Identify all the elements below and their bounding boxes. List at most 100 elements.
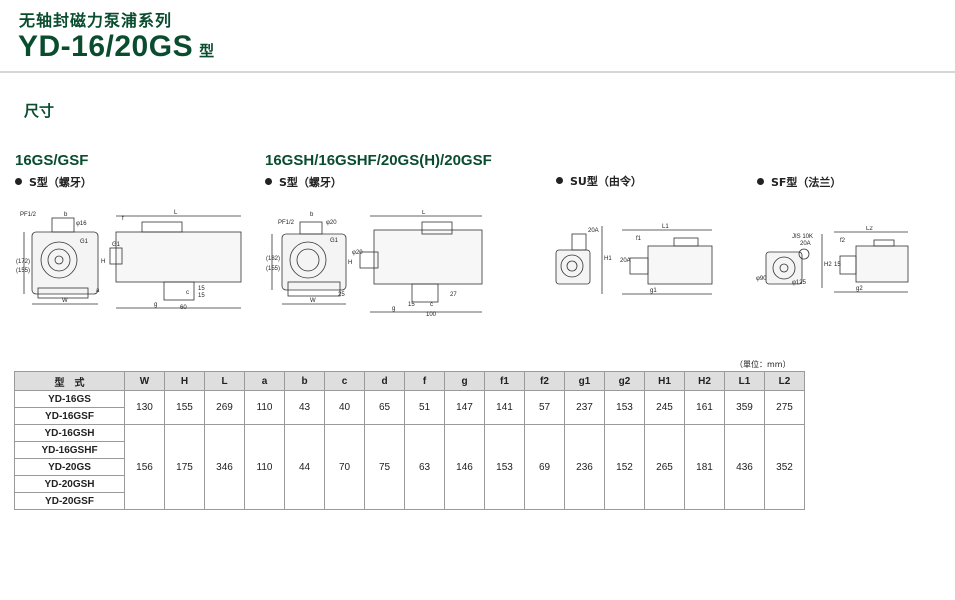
bullet-sf-type: SF型（法兰） xyxy=(757,174,841,190)
value-cell: 265 xyxy=(644,424,685,510)
column-header: H2 xyxy=(684,371,725,391)
drawing-label: PF1/2 xyxy=(278,220,295,226)
drawing-label: g xyxy=(392,306,395,312)
drawing-label: 27 xyxy=(450,292,457,298)
value-cell: 63 xyxy=(404,424,445,510)
section-title: 尺寸 xyxy=(24,102,55,120)
model-cell: YD-16GSF xyxy=(14,407,125,425)
bullet-label: S型（螺牙） xyxy=(29,176,92,189)
drawing-label: L xyxy=(422,210,426,216)
drawing-label: g2 xyxy=(856,286,863,292)
value-cell: 436 xyxy=(724,424,765,510)
column-header: g xyxy=(444,371,485,391)
drawing-label: JIS 10K xyxy=(792,234,813,240)
table-header-row: 型 式 W H L a b c d f g f1 f2 g1 g2 H1 H2 … xyxy=(14,371,805,391)
column-header: L1 xyxy=(724,371,765,391)
column-header: H1 xyxy=(644,371,685,391)
group-title-16gs: 16GS/GSF xyxy=(15,152,89,169)
drawing-label: 15 xyxy=(198,293,205,299)
drawing-label: φ90 xyxy=(756,276,767,282)
drawing-label: (172) xyxy=(16,259,30,265)
drawing-label: φ20 xyxy=(352,250,363,256)
value-cell: 146 xyxy=(444,424,485,510)
header-divider xyxy=(0,71,955,73)
drawing-label: φ20 xyxy=(326,220,337,226)
value-cell: 153 xyxy=(604,390,645,425)
drawing-label: 60 xyxy=(180,305,187,311)
column-header: f1 xyxy=(484,371,525,391)
value-cell: 75 xyxy=(364,424,405,510)
dimension-drawing-sf: JIS 10K 20A φ90 φ125 H2 f2 L2 g2 15 xyxy=(756,226,909,293)
drawing-label: f1 xyxy=(636,236,642,242)
bullet-label: SU型（由令） xyxy=(570,175,642,188)
value-cell: 110 xyxy=(244,424,285,510)
column-header-model: 型 式 xyxy=(14,371,125,391)
value-cell: 69 xyxy=(524,424,565,510)
drawing-label: 20A xyxy=(588,228,599,234)
drawing-label: G1 xyxy=(330,238,339,244)
value-cell: 245 xyxy=(644,390,685,425)
column-header: a xyxy=(244,371,285,391)
drawing-label: 100 xyxy=(426,312,437,318)
drawing-label: W xyxy=(310,298,316,304)
value-cell: 110 xyxy=(244,390,285,425)
drawing-label: (182) xyxy=(266,256,280,262)
model-cell: YD-20GSF xyxy=(14,492,125,510)
model-suffix: 型 xyxy=(199,42,215,60)
value-cell: 65 xyxy=(364,390,405,425)
table-row: YD-16GSH 156 175 346 110 44 70 75 63 146… xyxy=(14,424,805,510)
model-cell: YD-16GSHF xyxy=(14,441,125,459)
drawing-label: L xyxy=(174,210,178,216)
value-cell: 155 xyxy=(164,390,205,425)
drawing-label: g xyxy=(154,302,157,308)
drawing-label: φ125 xyxy=(792,280,807,286)
model-cell: YD-20GS xyxy=(14,458,125,476)
bullet-dot-icon xyxy=(265,178,272,185)
drawing-label: 20A xyxy=(620,258,631,264)
value-cell: 181 xyxy=(684,424,725,510)
column-header: H xyxy=(164,371,205,391)
model-cell: YD-16GSH xyxy=(14,424,125,442)
value-cell: 269 xyxy=(204,390,245,425)
drawing-label: f2 xyxy=(840,238,846,244)
dimension-drawing-su: 20A H1 f1 L1 20A g1 xyxy=(555,224,713,295)
model-cell: YD-20GSH xyxy=(14,475,125,493)
model-name: YD-16/20GS xyxy=(18,30,194,63)
bullet-label: S型（螺牙） xyxy=(279,176,342,189)
drawing-label: H1 xyxy=(604,256,612,262)
column-header: g1 xyxy=(564,371,605,391)
value-cell: 175 xyxy=(164,424,205,510)
value-cell: 359 xyxy=(724,390,765,425)
value-cell: 236 xyxy=(564,424,605,510)
drawing-label: c xyxy=(186,290,189,296)
column-header: d xyxy=(364,371,405,391)
value-cell: 70 xyxy=(324,424,365,510)
value-cell: 44 xyxy=(284,424,325,510)
unit-note: （單位：mm） xyxy=(735,360,791,369)
value-cell: 43 xyxy=(284,390,325,425)
column-header: f xyxy=(404,371,445,391)
value-cell: 352 xyxy=(764,424,805,510)
bullet-label: SF型（法兰） xyxy=(771,176,842,189)
group-title-16gsh: 16GSH/16GSHF/20GS(H)/20GSF xyxy=(265,152,492,169)
model-title: YD-16/20GS 型 xyxy=(18,30,215,64)
drawing-label: b xyxy=(310,212,314,218)
dimension-table: 型 式 W H L a b c d f g f1 f2 g1 g2 H1 H2 … xyxy=(14,371,805,510)
table-row: YD-16GS 130 155 269 110 43 40 65 51 147 … xyxy=(14,390,805,425)
value-cell: 130 xyxy=(124,390,165,425)
value-cell: 161 xyxy=(684,390,725,425)
value-cell: 156 xyxy=(124,424,165,510)
drawing-label: a xyxy=(96,288,100,294)
column-header: L xyxy=(204,371,245,391)
column-header: W xyxy=(124,371,165,391)
value-cell: 141 xyxy=(484,390,525,425)
value-cell: 57 xyxy=(524,390,565,425)
drawing-label: H xyxy=(101,259,105,265)
drawing-label: L2 xyxy=(866,226,873,232)
drawing-label: 25 xyxy=(338,292,345,298)
drawing-label: H xyxy=(348,260,352,266)
drawing-label: L1 xyxy=(662,224,669,230)
drawing-label: PF1/2 xyxy=(20,212,37,218)
dimension-drawing-16gsh: PF1/2 b φ20 G1 (182) (155) H W φ20 g L 1… xyxy=(266,210,483,318)
bullet-su-type: SU型（由令） xyxy=(556,173,642,189)
